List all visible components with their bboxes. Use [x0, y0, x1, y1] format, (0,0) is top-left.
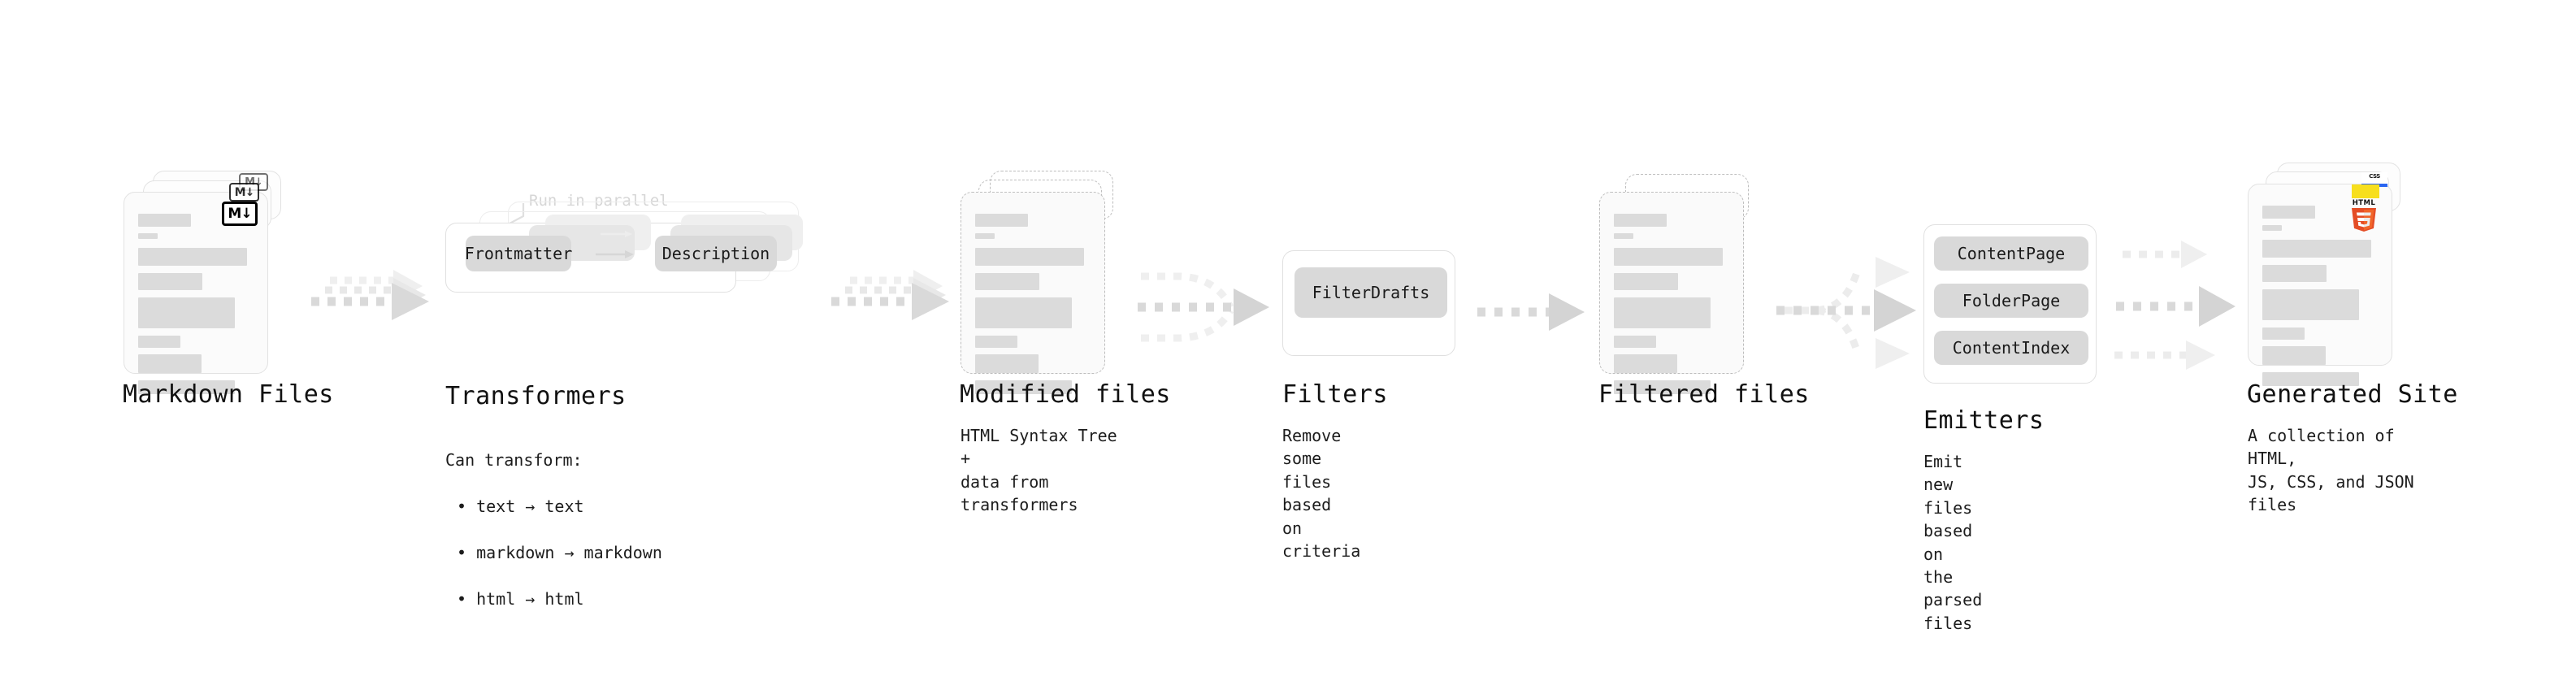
stage-title-markdown-files: Markdown Files — [123, 380, 334, 409]
document-content-lines — [2262, 206, 2380, 386]
doc-bar — [138, 336, 180, 348]
stage-filtered-files: Filtered files — [1598, 171, 1809, 409]
doc-bar — [1614, 273, 1678, 290]
emitters-chip-folderpage[interactable]: FolderPage — [1934, 284, 2088, 318]
doc-bar — [138, 354, 202, 373]
stage-title-emitters: Emitters — [1923, 406, 2045, 435]
doc-bar — [2262, 372, 2359, 386]
doc-bar — [1614, 297, 1711, 328]
transformers-bullet-1-label: markdown → markdown — [476, 542, 662, 562]
connector-modified-to-filters — [1138, 272, 1269, 342]
doc-bar — [1614, 233, 1633, 239]
doc-bar — [975, 273, 1039, 290]
transformer-internal-arrows — [596, 231, 634, 258]
document-front — [2248, 184, 2392, 386]
doc-bar — [138, 297, 235, 328]
doc-bar — [2262, 225, 2282, 231]
doc-bar — [138, 380, 235, 394]
filters-chip-filterdrafts-label: FilterDrafts — [1312, 283, 1430, 302]
doc-bar — [2262, 206, 2315, 219]
document-front — [1599, 192, 1744, 394]
doc-bar — [975, 248, 1084, 266]
filters-chip-filterdrafts[interactable]: FilterDrafts — [1295, 267, 1447, 318]
doc-bar — [138, 273, 202, 290]
markdown-icon-ghost-mid: M↓ — [229, 183, 259, 202]
doc-bar — [2262, 265, 2327, 282]
transformer-chip-frontmatter-label: Frontmatter — [464, 244, 573, 263]
transformer-chip-frontmatter[interactable]: Frontmatter — [464, 236, 573, 271]
doc-bar — [975, 297, 1072, 328]
doc-bar — [138, 233, 158, 239]
transformers-desc: Can transform: • text → text • markdown … — [445, 426, 662, 634]
emitters-chip-contentindex-label: ContentIndex — [1952, 338, 2071, 358]
stage-title-filtered-files: Filtered files — [1598, 380, 1810, 409]
transformers-bullet-2: • html → html — [457, 588, 584, 609]
markdown-icon-label: M↓ — [228, 205, 252, 222]
stage-generated-site: CSS HTML Generated Site A collection of … — [2247, 163, 2457, 514]
filters-desc: Remove some files based on criteria — [1282, 426, 1361, 561]
markdown-icon: M↓ — [222, 202, 258, 226]
stage-title-modified-files: Modified files — [960, 380, 1171, 409]
doc-bar — [1614, 336, 1656, 348]
doc-bar — [975, 233, 995, 239]
transformers-group-stack: Frontmatter Description — [445, 195, 827, 301]
emitters-chip-contentpage[interactable]: ContentPage — [1934, 236, 2088, 271]
markdown-document-stack: M↓ M↓ M↓ — [124, 171, 294, 394]
doc-bar — [2262, 240, 2371, 258]
document-content-lines — [138, 214, 256, 394]
document-content-lines — [975, 214, 1093, 394]
document-content-lines — [1614, 214, 1732, 394]
stage-title-filters: Filters — [1282, 380, 1388, 409]
js-icon — [2352, 184, 2379, 198]
html5-icon: HTML — [2347, 197, 2381, 236]
doc-bar — [1614, 248, 1723, 266]
transformers-bullet-0: • text → text — [457, 497, 584, 517]
css-icon-label: CSS — [2369, 173, 2380, 180]
markdown-icon-ghost-label: M↓ — [234, 185, 255, 199]
emitters-group: ContentPage FolderPage ContentIndex — [1923, 224, 2097, 384]
doc-bar — [1614, 380, 1711, 394]
modified-files-desc: HTML Syntax Tree + data from transformer… — [961, 426, 1117, 515]
connector-filters-to-filtered — [1477, 293, 1585, 331]
connector-transformers-to-modified — [831, 270, 949, 320]
doc-bar — [1614, 214, 1667, 227]
transformer-chip-description[interactable]: Description — [655, 236, 777, 271]
connector-filtered-to-emitters — [1776, 257, 1916, 369]
connector-md-to-transformers — [311, 270, 429, 320]
stage-transformers: Run in parallel — [445, 192, 827, 609]
document-front — [961, 192, 1105, 394]
generated-document-stack: CSS HTML — [2248, 163, 2435, 390]
stage-markdown-files: M↓ M↓ M↓ Markdown Files — [123, 171, 333, 409]
modified-document-stack — [961, 171, 1131, 394]
stage-modified-files: Modified files HTML Syntax Tree + data f… — [960, 171, 1170, 514]
document-front: M↓ — [124, 192, 268, 394]
emitters-desc: Emit new files based on the parsed files — [1923, 452, 1983, 633]
doc-bar — [1614, 354, 1677, 373]
stage-title-transformers: Transformers — [445, 382, 627, 410]
run-in-parallel-label: Run in parallel — [529, 192, 669, 210]
filters-group: FilterDrafts — [1282, 250, 1455, 356]
doc-bar — [2262, 346, 2326, 365]
transformers-bullet-0-label: text → text — [476, 497, 584, 517]
connector-emitters-to-site — [2114, 241, 2236, 370]
stage-title-generated-site: Generated Site — [2247, 380, 2458, 409]
doc-bar — [138, 248, 247, 266]
doc-bar — [975, 380, 1072, 394]
emitters-chip-folderpage-label: FolderPage — [1962, 291, 2061, 310]
emitters-chip-contentpage-label: ContentPage — [1957, 244, 2066, 263]
doc-bar — [975, 214, 1028, 227]
doc-bar — [2262, 327, 2305, 340]
svg-text:HTML: HTML — [2353, 199, 2376, 207]
transformers-bullet-1: • markdown → markdown — [457, 542, 662, 562]
doc-bar — [975, 354, 1039, 373]
doc-bar — [138, 214, 191, 227]
doc-bar — [975, 336, 1017, 348]
emitters-chip-contentindex[interactable]: ContentIndex — [1934, 331, 2088, 365]
transformer-chip-description-label: Description — [661, 244, 770, 263]
doc-bar — [2262, 289, 2359, 320]
transformers-desc-intro: Can transform: — [445, 450, 583, 471]
transformers-bullet-2-label: html → html — [476, 588, 584, 609]
filtered-document-stack — [1599, 171, 1770, 394]
generated-site-desc: A collection of HTML, JS, CSS, and JSON … — [2248, 426, 2414, 515]
